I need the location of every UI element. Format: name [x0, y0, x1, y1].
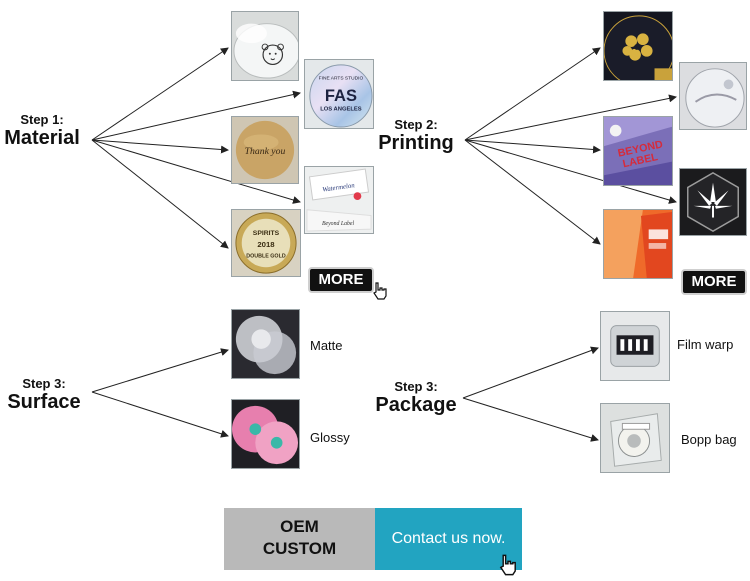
step-title: Printing: [378, 132, 454, 154]
contact-us-button[interactable]: Contact us now.: [375, 508, 522, 570]
step-number: Step 3:: [22, 376, 66, 391]
material-step: Step 1: Material: [2, 112, 82, 150]
step-title: Material: [4, 127, 80, 149]
svg-text:Thank you: Thank you: [245, 146, 286, 157]
glossy-surface-image: [231, 399, 300, 469]
printing-more-button[interactable]: MORE: [681, 269, 747, 295]
bopp-bag-package-image: [600, 403, 670, 473]
surface-step: Step 3: Surface: [2, 376, 86, 414]
watermelon-label-image: Watermelon Beyond Label: [304, 166, 374, 234]
hand-cursor-icon: [499, 554, 516, 576]
step-number: Step 2:: [394, 117, 438, 132]
step-title: Surface: [7, 391, 81, 413]
glossy-option-label: Glossy: [310, 430, 350, 445]
gold-foil-flower-label-image: [603, 11, 673, 81]
bopp-bag-option-label: Bopp bag: [681, 432, 737, 447]
matte-surface-image: [231, 309, 300, 379]
material-more-button[interactable]: MORE: [308, 267, 374, 293]
svg-text:DOUBLE GOLD: DOUBLE GOLD: [246, 254, 286, 260]
embossed-silver-label-image: [679, 62, 747, 130]
gold-spirits-award-sticker-image: SPIRITS 2018 DOUBLE GOLD: [231, 209, 301, 277]
printing-step: Step 2: Printing: [374, 117, 458, 155]
hand-cursor-icon: [373, 282, 387, 300]
svg-text:2018: 2018: [257, 240, 275, 249]
package-step: Step 3: Package: [372, 379, 460, 417]
svg-text:FINE ARTS STUDIO: FINE ARTS STUDIO: [319, 75, 364, 81]
holographic-sticker-image: FINE ARTS STUDIO FAS LOS ANGELES: [304, 59, 374, 129]
svg-text:FAS: FAS: [325, 87, 357, 105]
film-warp-package-image: [600, 311, 670, 381]
hemp-leaf-label-image: [679, 168, 747, 236]
svg-text:LOS ANGELES: LOS ANGELES: [320, 107, 362, 113]
svg-text:Watermelon: Watermelon: [322, 182, 356, 194]
step-number: Step 1:: [20, 112, 64, 127]
step-number: Step 3:: [394, 379, 438, 394]
kraft-thank-you-sticker-image: Thank you: [231, 116, 299, 184]
clear-bear-sticker-image: [231, 11, 299, 81]
matte-option-label: Matte: [310, 338, 343, 353]
film-warp-option-label: Film warp: [677, 337, 734, 352]
step-title: Package: [375, 394, 457, 416]
beyond-label-print-image: BEYOND LABEL: [603, 116, 673, 186]
orange-printed-label-image: [603, 209, 673, 279]
svg-text:SPIRITS: SPIRITS: [253, 230, 280, 237]
svg-text:Beyond Label: Beyond Label: [322, 221, 355, 227]
